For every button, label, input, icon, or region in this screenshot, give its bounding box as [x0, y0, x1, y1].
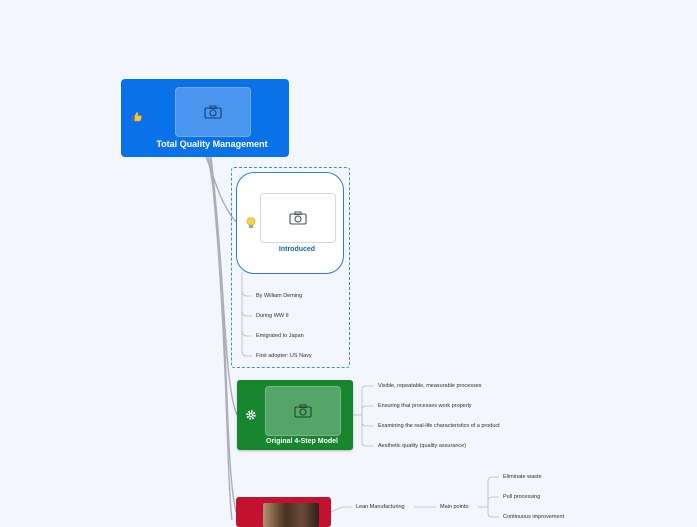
lean-label[interactable]: Lean Manufacturing — [356, 504, 405, 510]
list-item[interactable]: During WW II — [256, 313, 289, 319]
gear-icon — [245, 409, 257, 421]
list-item[interactable]: First adopter: US Navy — [256, 353, 312, 359]
camera-icon — [204, 105, 222, 119]
lean-main-points[interactable]: Main points: — [440, 504, 470, 510]
lightbulb-icon — [246, 217, 256, 229]
list-item[interactable]: Pull processing — [503, 494, 540, 500]
list-item[interactable]: Ensuring that processes work properly — [378, 403, 472, 409]
image-placeholder[interactable] — [260, 193, 336, 243]
list-item[interactable]: Aesthetic quality (quality assurance) — [378, 443, 466, 449]
central-topic[interactable]: Total Quality Management — [121, 79, 289, 157]
topic-original-model[interactable]: Original 4-Step Model — [237, 380, 353, 450]
topic-lean[interactable] — [236, 497, 331, 527]
introduced-title: Introduced — [237, 246, 343, 253]
list-item[interactable]: By William Deming — [256, 293, 302, 299]
topic-introduced[interactable]: Introduced — [236, 172, 344, 274]
camera-icon — [294, 404, 312, 418]
list-item[interactable]: Eliminate waste — [503, 474, 542, 480]
list-item[interactable]: Visible, repeatable, measurable processe… — [378, 383, 482, 389]
topic-photo — [263, 503, 319, 527]
list-item[interactable]: Emigrated to Japan — [256, 333, 304, 339]
image-placeholder[interactable] — [265, 386, 341, 436]
camera-icon — [289, 211, 307, 225]
model-title: Original 4-Step Model — [237, 438, 353, 445]
list-item[interactable]: Examining the real-life characteristics … — [378, 423, 500, 429]
list-item[interactable]: Continuous improvement — [503, 514, 564, 520]
central-title: Total Quality Management — [121, 139, 289, 149]
link-lean — [331, 507, 352, 512]
image-placeholder[interactable] — [175, 87, 251, 137]
thumbs-up-icon — [131, 111, 142, 122]
